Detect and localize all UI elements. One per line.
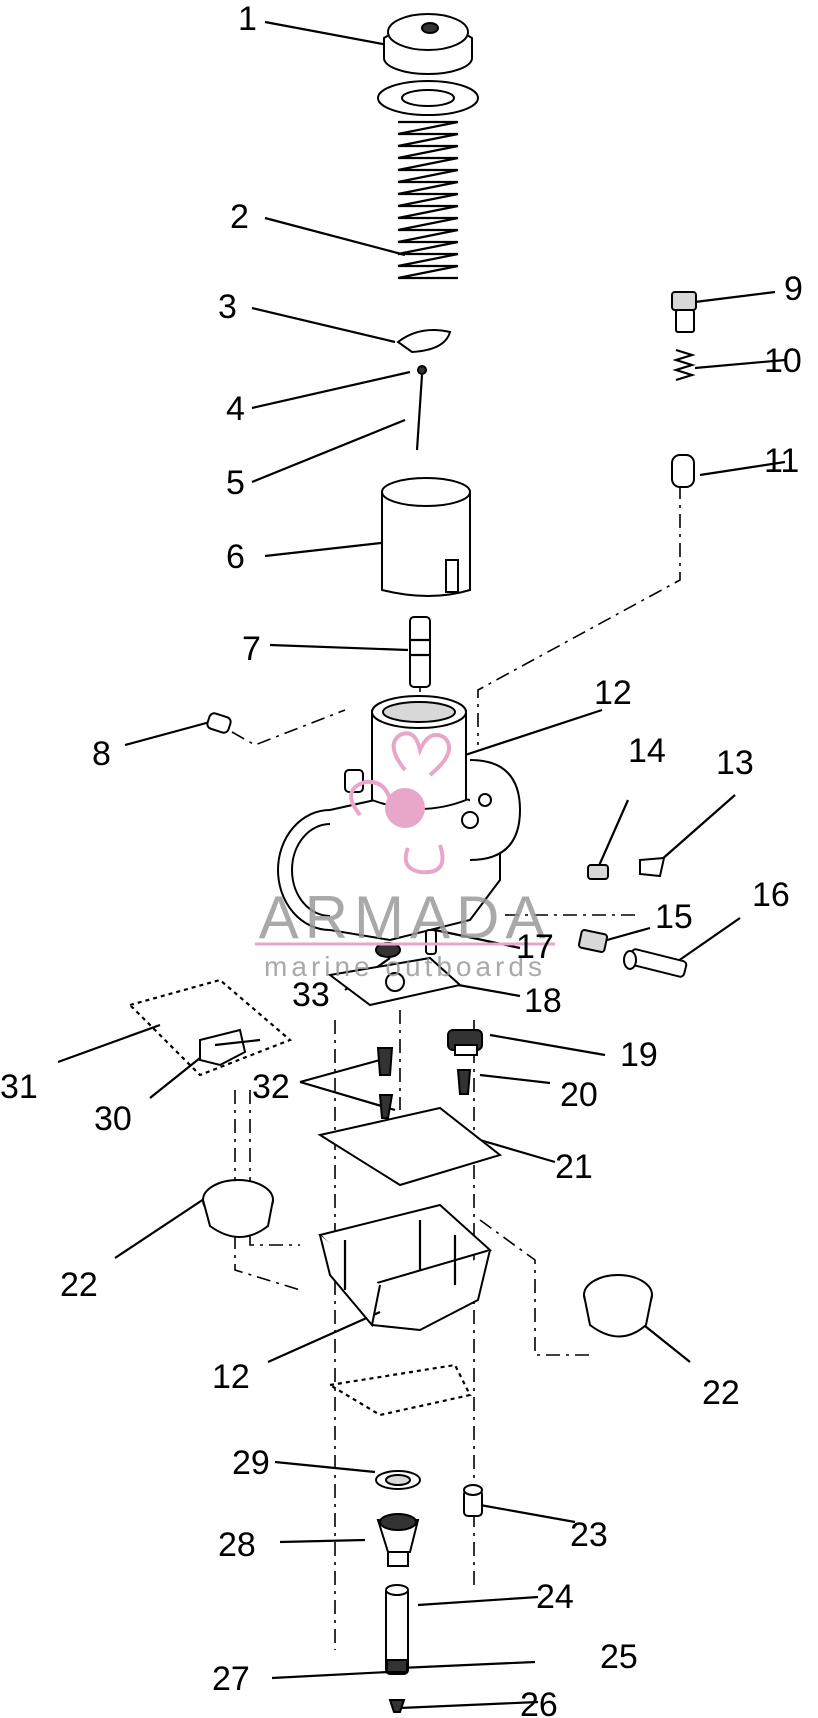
needle-clip	[417, 365, 427, 375]
cap-washer	[377, 80, 479, 116]
throttle-valve	[381, 477, 471, 597]
starter-plunger-cap	[671, 291, 697, 333]
parts	[127, 13, 697, 1713]
callout-27: 27	[212, 1660, 250, 1698]
callout-22-left: 22	[60, 1266, 98, 1304]
float-arm	[199, 1028, 261, 1067]
mixing-chamber-cap	[383, 13, 473, 75]
callout-14: 14	[628, 732, 666, 770]
pilot-air-jet	[206, 712, 232, 734]
float-right	[583, 1274, 653, 1338]
callout-12-bottom: 12	[212, 1358, 250, 1396]
callout-30: 30	[94, 1100, 132, 1138]
callout-9: 9	[784, 270, 803, 308]
watermark-logo-mark	[349, 731, 451, 875]
callout-8: 8	[92, 735, 111, 773]
callout-12-top: 12	[594, 674, 632, 712]
callout-24: 24	[536, 1578, 574, 1616]
jet-needle	[415, 374, 424, 451]
float-chamber-gasket	[317, 1106, 503, 1187]
drain-plug	[376, 1513, 420, 1567]
callout-10: 10	[764, 342, 802, 380]
jet-tube-tip	[388, 1699, 406, 1713]
callout-25: 25	[600, 1638, 638, 1676]
callout-17: 17	[516, 928, 554, 966]
throttle-valve-spring	[397, 120, 459, 280]
callout-4: 4	[226, 390, 245, 428]
starter-plunger	[671, 454, 695, 488]
callout-21: 21	[555, 1148, 593, 1186]
callout-11: 11	[764, 442, 799, 480]
main-jet-tube	[385, 1584, 409, 1675]
callout-16: 16	[752, 876, 790, 914]
needle-jet	[409, 616, 431, 688]
callout-26: 26	[520, 1686, 558, 1718]
drain-plug-washer	[375, 1470, 421, 1490]
pilot-screw	[623, 948, 688, 978]
callout-33: 33	[292, 976, 330, 1014]
callout-5: 5	[226, 464, 245, 502]
callout-2: 2	[230, 198, 249, 236]
watermark-tagline: marine outboards	[264, 951, 546, 982]
callout-19: 19	[620, 1036, 658, 1074]
callout-3: 3	[218, 288, 237, 326]
needle-retainer-plate	[396, 329, 452, 354]
float-valve-seat-plate	[327, 956, 463, 1007]
main-jet	[456, 1069, 472, 1095]
callout-29: 29	[232, 1444, 270, 1482]
callout-32: 32	[252, 1068, 290, 1106]
starter-plunger-spring	[672, 348, 696, 382]
guide-lines	[231, 485, 681, 1650]
float-chamber	[318, 1203, 493, 1332]
callout-7: 7	[242, 630, 261, 668]
callout-15: 15	[655, 898, 693, 936]
main-jet-holder	[447, 1029, 483, 1056]
idle-screw-spring	[587, 864, 609, 880]
watermark-brand: ARMADA	[259, 884, 552, 951]
callout-22-right: 22	[702, 1374, 740, 1412]
float-left	[202, 1179, 274, 1238]
idle-screw	[639, 856, 666, 878]
pilot-screw-spring	[577, 929, 609, 953]
pilot-jet	[425, 929, 437, 955]
float-pin-card	[127, 978, 293, 1077]
callout-6: 6	[226, 538, 245, 576]
callout-18: 18	[524, 982, 562, 1020]
callout-20: 20	[560, 1076, 598, 1114]
float-chamber-screw	[463, 1484, 483, 1517]
callout-28: 28	[218, 1526, 256, 1564]
watermark: ARMADA marine outboards	[255, 731, 555, 982]
float-needle-valve	[376, 1047, 394, 1076]
leader-lines	[57, 20, 786, 1710]
callout-31: 31	[0, 1068, 38, 1106]
callout-23: 23	[570, 1516, 608, 1554]
callout-13: 13	[716, 744, 754, 782]
callout-1: 1	[238, 0, 257, 38]
